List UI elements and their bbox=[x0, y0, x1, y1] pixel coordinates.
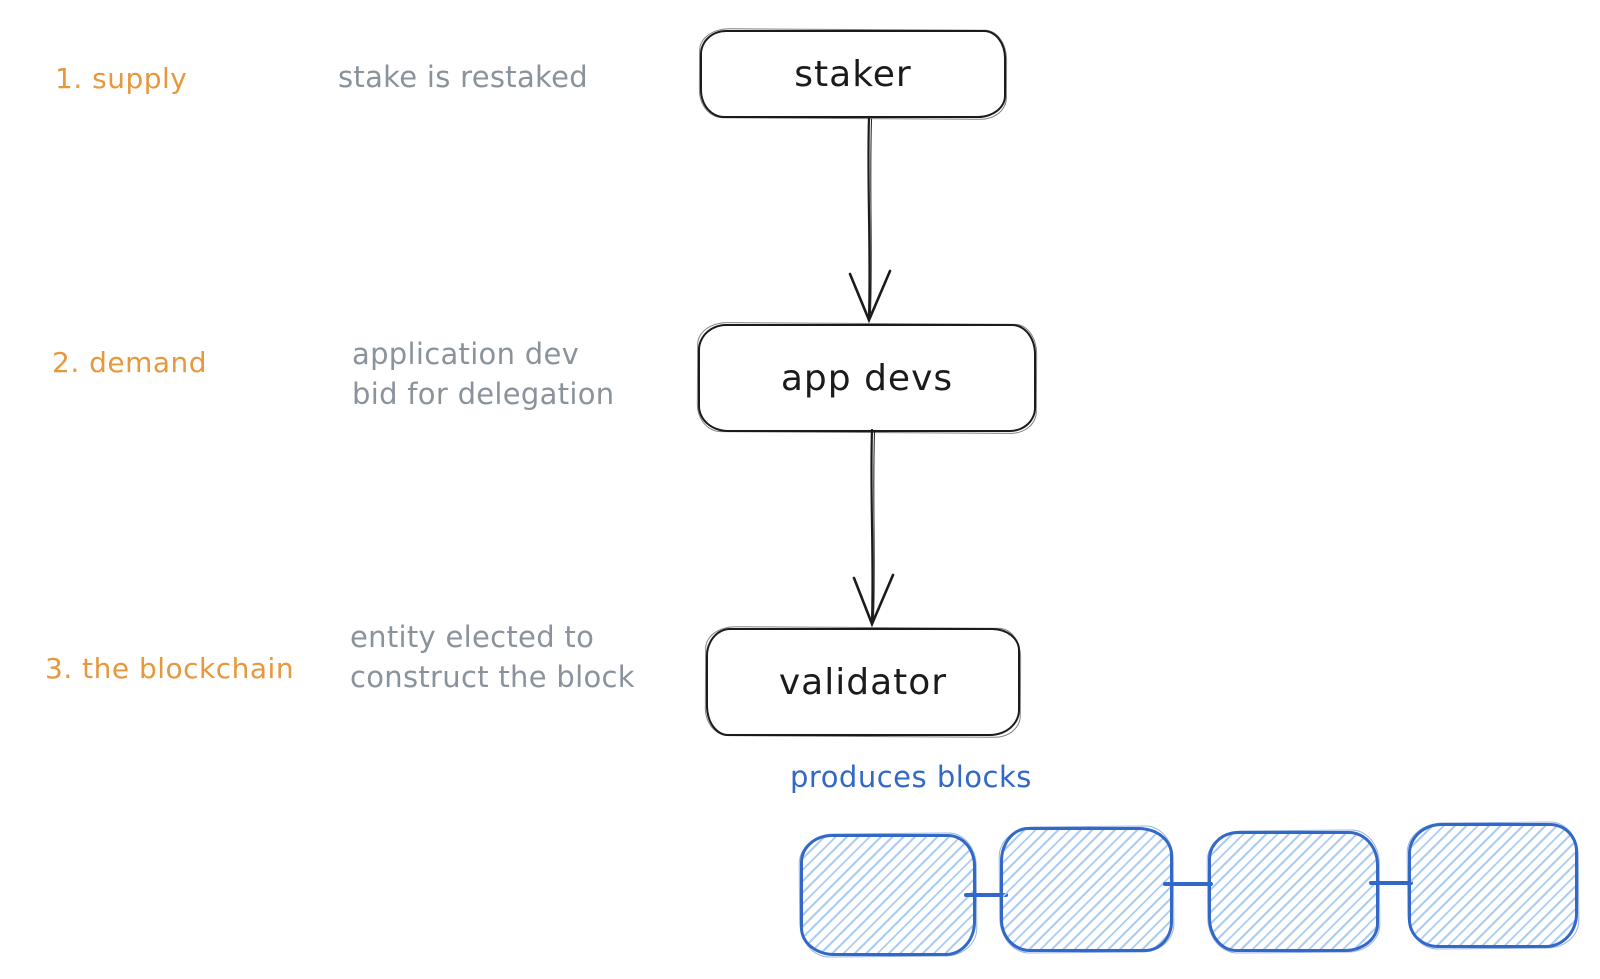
caption-line: stake is restaked bbox=[338, 60, 588, 94]
caption-line: bid for delegation bbox=[352, 377, 615, 411]
caption-bid-for-delegation: application dev bid for delegation bbox=[352, 334, 614, 414]
node-validator: validator bbox=[706, 628, 1020, 736]
caption-entity-elected: entity elected to construct the block bbox=[350, 617, 635, 697]
step-label-demand: 2. demand bbox=[52, 346, 208, 379]
caption-line: entity elected to bbox=[350, 620, 595, 654]
block-connector-2 bbox=[1163, 882, 1213, 886]
caption-stake-restaked: stake is restaked bbox=[338, 57, 588, 97]
blockchain-block-3 bbox=[1208, 831, 1379, 952]
block-connector-1 bbox=[964, 893, 1008, 897]
produces-blocks-label: produces blocks bbox=[790, 760, 1032, 794]
caption-line: application dev bbox=[352, 337, 580, 371]
blockchain-block-1 bbox=[800, 834, 976, 956]
node-validator-label: validator bbox=[778, 661, 948, 703]
blockchain-block-2 bbox=[1000, 827, 1173, 952]
step-label-supply: 1. supply bbox=[55, 62, 188, 95]
node-app-devs: app devs bbox=[698, 324, 1036, 432]
node-app-devs-label: app devs bbox=[780, 357, 954, 399]
block-connector-3 bbox=[1369, 881, 1413, 885]
arrow-staker-to-appdevs bbox=[848, 115, 892, 324]
node-staker-label: staker bbox=[794, 53, 912, 95]
caption-line: construct the block bbox=[350, 660, 635, 694]
step-label-the-blockchain: 3. the blockchain bbox=[45, 652, 295, 685]
arrow-appdevs-to-validator bbox=[852, 428, 895, 628]
blockchain-block-4 bbox=[1408, 823, 1578, 948]
node-staker: staker bbox=[700, 30, 1006, 118]
